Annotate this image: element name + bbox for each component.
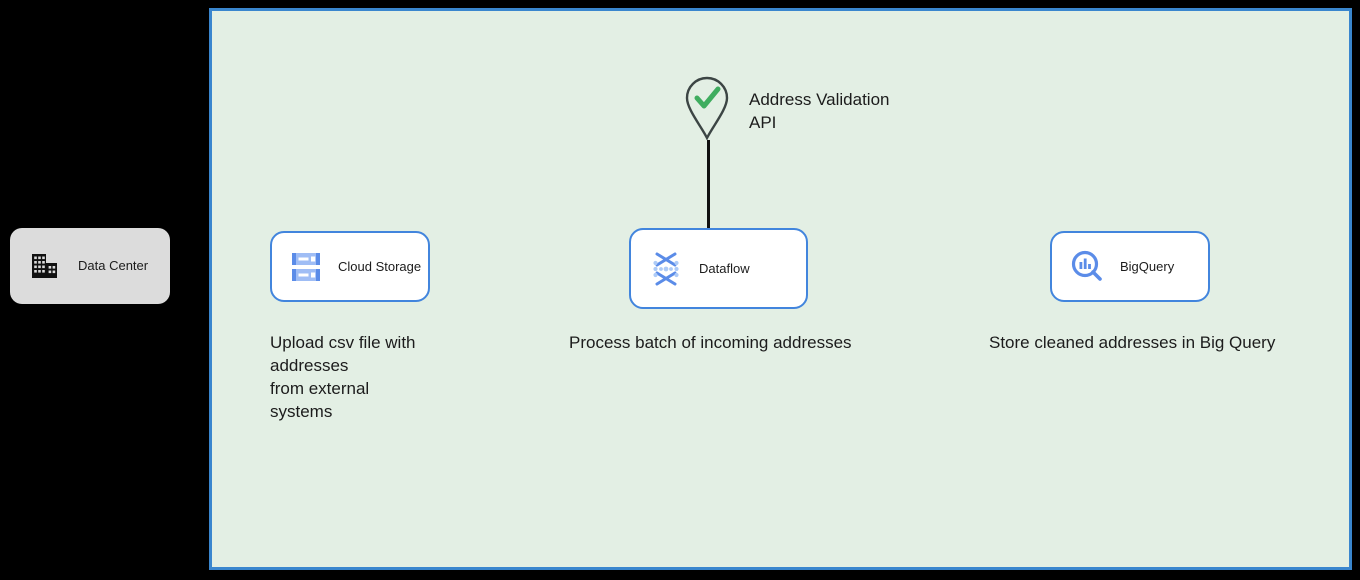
node-cloud-storage-label: Cloud Storage — [338, 258, 422, 274]
map-pin-check-icon — [685, 76, 729, 141]
node-data-center-label: Data Center — [78, 258, 149, 274]
node-dataflow[interactable]: Dataflow — [629, 228, 808, 309]
edge-validationapi-to-dataflow — [707, 140, 710, 228]
node-dataflow-label: Dataflow — [699, 260, 750, 276]
node-data-center[interactable]: Data Center — [10, 228, 170, 304]
node-bigquery-label: BigQuery — [1120, 258, 1175, 274]
caption-cloud-storage: Upload csv file with addresses from exte… — [270, 333, 416, 422]
address-validation-api-icon[interactable] — [684, 76, 730, 141]
address-validation-api-label: Address Validation API — [749, 90, 890, 132]
building-icon — [30, 251, 60, 281]
node-cloud-storage[interactable]: Cloud Storage — [270, 231, 430, 302]
cloud-storage-icon — [290, 250, 322, 284]
dataflow-icon — [649, 250, 683, 288]
caption-bigquery: Store cleaned addresses in Big Query — [989, 333, 1276, 352]
caption-dataflow: Process batch of incoming addresses — [569, 333, 852, 352]
node-bigquery[interactable]: BigQuery — [1050, 231, 1210, 302]
bigquery-icon — [1070, 250, 1104, 284]
